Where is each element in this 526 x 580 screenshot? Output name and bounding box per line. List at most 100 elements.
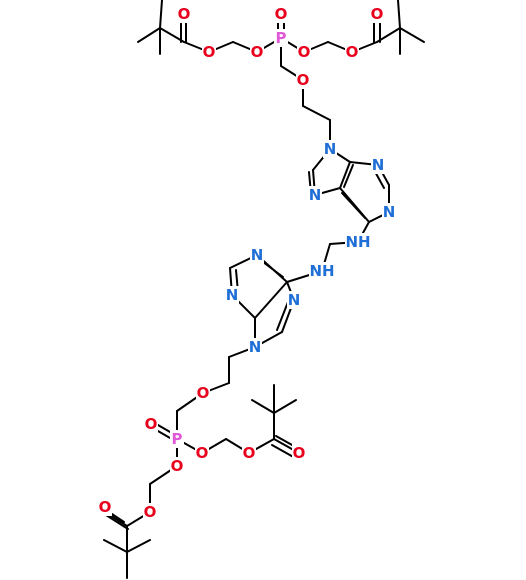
atom-n_top_3: N (371, 156, 385, 174)
atom-label-mask (345, 233, 371, 251)
bond-71 (273, 399, 297, 414)
atom-label-n: N (251, 246, 264, 264)
atom-label-mask (143, 503, 157, 521)
atom-o_bot_ester_2: O (143, 503, 157, 521)
atom-label-n: N (383, 203, 396, 221)
atom-label-mask (98, 498, 112, 516)
atom-label-mask (345, 43, 359, 61)
atom-label-n: N (309, 186, 322, 204)
atom-label-o: O (346, 43, 359, 61)
atom-o_bot_carbonyl_2: O (98, 498, 112, 516)
atom-label-mask (309, 262, 335, 280)
atom-label-mask (202, 43, 216, 61)
atom-label-mask (287, 291, 301, 309)
atom-o_bot_p_down: O (170, 457, 184, 475)
bond-40 (341, 192, 366, 219)
atom-label-o: O (251, 43, 264, 61)
atom-o_top_ester_2: O (345, 43, 359, 61)
atom-label-mask (196, 384, 210, 402)
atom-label-p: P (276, 29, 287, 47)
atom-label-mask (274, 29, 288, 47)
atom-p_top: P (274, 29, 288, 47)
bond-81 (103, 539, 128, 553)
atom-label-o: O (197, 384, 210, 402)
atom-o_top_ether: O (296, 71, 310, 89)
atom-label-o: O (297, 71, 310, 89)
bond-85 (105, 514, 129, 530)
bond-70 (251, 399, 275, 414)
atom-label-n: NH (345, 233, 370, 251)
atom-label-mask (371, 156, 385, 174)
bond-21 (397, 0, 401, 29)
atom-label-n: N (324, 140, 337, 158)
atom-label-n: NH (309, 262, 334, 280)
bond-2 (159, 0, 163, 29)
bond-20 (399, 27, 425, 43)
atom-label-o: O (144, 503, 157, 521)
atom-nh_bot: NH (309, 262, 335, 280)
bond-32 (339, 161, 351, 189)
atom-label-o: O (171, 457, 184, 475)
bond-layer (102, 0, 425, 579)
atom-n_bot_3: N (225, 286, 239, 304)
atom-label-o: O (178, 5, 191, 23)
bond-54 (276, 301, 289, 331)
atom-o_top_carbonyl_2: O (370, 5, 384, 23)
atom-label-mask (382, 203, 396, 221)
atom-nh_top: NH (345, 233, 371, 251)
atom-label-mask (292, 444, 306, 462)
atom-label-p: P (172, 430, 183, 448)
atom-label-o: O (371, 5, 384, 23)
atom-label-mask (225, 286, 239, 304)
atom-label-mask (248, 338, 262, 356)
atom-label-o: O (298, 43, 311, 61)
atom-label-n: N (226, 286, 239, 304)
atom-label-n: N (288, 291, 301, 309)
atom-label-mask (242, 444, 256, 462)
atom-label-o: O (275, 5, 288, 23)
atom-n_top_1: N (382, 203, 396, 221)
atom-label-n: N (372, 156, 385, 174)
bond-82 (126, 539, 151, 553)
atom-label-o: O (243, 444, 256, 462)
atom-n_bot_1: N (250, 246, 264, 264)
atom-label-mask (323, 140, 337, 158)
atom-label-mask (370, 5, 384, 23)
atom-label-mask (297, 43, 311, 61)
atom-o_bot_carbonyl_1: O (292, 444, 306, 462)
atom-label-o: O (99, 498, 112, 516)
atom-o_bot_po_eq: O (144, 415, 158, 433)
bond-33 (343, 164, 354, 188)
atom-label-mask (296, 71, 310, 89)
bond-19 (376, 27, 401, 43)
atom-n_bot_9: N (248, 338, 262, 356)
atom-o_top_p_left: O (250, 43, 264, 61)
atom-o_top_p_right: O (297, 43, 311, 61)
atom-n_bot_7: N (287, 291, 301, 309)
atom-label-mask (177, 5, 191, 23)
atom-label-mask (144, 415, 158, 433)
atom-label-o: O (203, 43, 216, 61)
atom-label-o: O (145, 415, 158, 433)
atom-label-mask (195, 444, 209, 462)
atom-o_bot_ester_1: O (242, 444, 256, 462)
bond-0 (137, 27, 161, 43)
atom-o_bot_p_right: O (195, 444, 209, 462)
atom-label-o: O (293, 444, 306, 462)
atom-p_bot: P (170, 430, 184, 448)
atom-label-mask (250, 246, 264, 264)
atom-label-mask (308, 186, 322, 204)
bond-51 (254, 281, 288, 319)
atom-n_top_9: N (323, 140, 337, 158)
bond-25 (302, 105, 331, 121)
atom-label-mask (250, 43, 264, 61)
atom-o_bot_ether: O (196, 384, 210, 402)
atom-label-o: O (196, 444, 209, 462)
atom-o_top_carbonyl_1: O (177, 5, 191, 23)
atom-label-mask (170, 457, 184, 475)
atom-o_top_ester_1: O (202, 43, 216, 61)
atom-label-n: N (249, 338, 262, 356)
atom-n_top_7: N (308, 186, 322, 204)
